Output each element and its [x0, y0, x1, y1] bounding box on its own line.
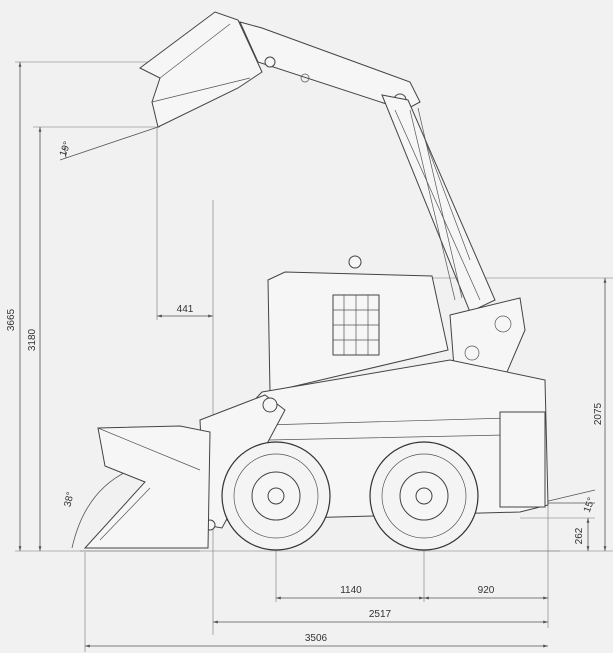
- skid-steer-loader-drawing: [83, 11, 549, 551]
- label-1140: 1140: [340, 585, 362, 596]
- label-15deg: 15°: [582, 496, 598, 514]
- front-wheel: [221, 441, 331, 551]
- raised-lift-arm: [239, 21, 421, 111]
- label-3665: 3665: [6, 308, 17, 331]
- label-262: 262: [574, 527, 585, 544]
- label-920: 920: [478, 585, 495, 596]
- label-3506: 3506: [305, 633, 328, 644]
- label-3180: 3180: [27, 328, 38, 351]
- label-2075: 2075: [593, 402, 604, 425]
- raised-bucket: [139, 11, 263, 128]
- label-38deg: 38°: [63, 491, 77, 508]
- lowered-bucket: [83, 425, 211, 549]
- label-441: 441: [177, 304, 194, 315]
- label-19deg: 19°: [58, 140, 74, 158]
- rear-wheel: [369, 441, 479, 551]
- label-2517: 2517: [369, 609, 392, 620]
